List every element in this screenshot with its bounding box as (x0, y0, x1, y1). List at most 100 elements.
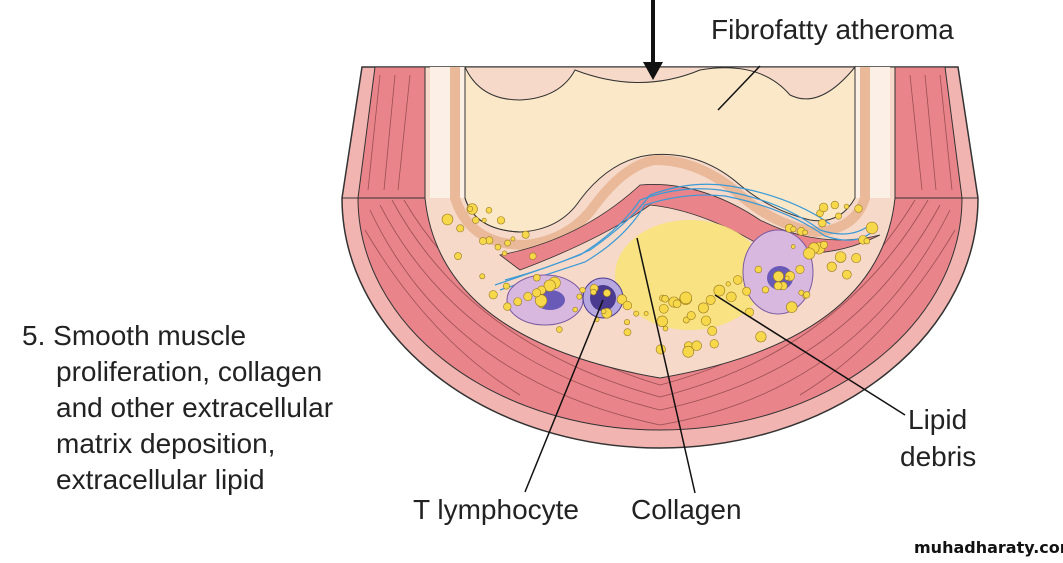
lipid-droplet (656, 315, 668, 327)
lipid-droplet (707, 326, 718, 336)
lipid-droplet (826, 261, 837, 272)
lipid-droplet (773, 281, 783, 291)
lipid-droplet (467, 205, 474, 212)
lipid-droplet (633, 310, 640, 317)
lipid-droplet (556, 326, 563, 333)
lipid-droplet (513, 297, 523, 306)
lipid-droplet (521, 230, 530, 239)
lipid-droplet (503, 282, 510, 290)
lipid-droplet (863, 237, 871, 245)
lipid-droplet (819, 240, 828, 249)
label-fibrofatty-atheroma: Fibrofatty atheroma (711, 14, 954, 45)
lipid-droplet (784, 275, 790, 281)
arrow-down-icon (643, 0, 663, 80)
lipid-droplet (834, 251, 847, 263)
lipid-droplet (679, 291, 693, 305)
lipid-droplet (658, 303, 669, 314)
lipid-droplet (601, 308, 607, 314)
lipid-droplet (795, 264, 805, 274)
lipid-droplet (790, 244, 796, 249)
lipid-droplet (830, 200, 840, 210)
lipid-droplet (851, 253, 862, 264)
lipid-droplet (835, 212, 842, 220)
lipid-droplet (761, 286, 770, 294)
leader-t-lymphocyte (524, 299, 604, 493)
lipid-droplet (691, 340, 702, 351)
lipid-droplet (790, 226, 797, 233)
lipid-droplet (655, 344, 666, 355)
lipid-droplet (854, 204, 863, 213)
lipid-droplet (713, 284, 726, 297)
lipid-droplet (534, 294, 548, 307)
lipid-droplet (501, 250, 508, 256)
lipid-droplet (842, 269, 852, 280)
lipid-droplet (456, 224, 465, 233)
lipid-droplet (454, 252, 462, 260)
label-lipid: Lipid (908, 404, 968, 435)
caption-number: 5. (22, 320, 46, 351)
lipid-droplet (479, 237, 487, 245)
lipid-droplet (754, 265, 763, 274)
watermark: muhadharaty.com (914, 538, 1063, 557)
lipid-droplet (662, 325, 669, 332)
caption-line: Smooth muscle (53, 320, 247, 351)
lipid-droplet (742, 286, 752, 296)
lipid-droplet (579, 286, 586, 294)
lipid-droplet (803, 247, 816, 260)
lipid-droplet (843, 203, 850, 210)
lipid-droplet (529, 252, 537, 260)
lipid-droplet (803, 291, 811, 299)
lipid-droplet (479, 273, 486, 280)
lipid-droplet (488, 290, 498, 300)
lipid-droplet (523, 292, 533, 302)
label-debris: debris (900, 441, 977, 472)
lipid-droplet (494, 243, 502, 251)
lipid-droplet (682, 345, 695, 358)
lipid-droplets (441, 200, 879, 358)
lipid-droplet (818, 202, 829, 213)
lipid-droplet (496, 216, 506, 225)
caption-line: proliferation, collagen (56, 356, 323, 387)
collagen-fibers (494, 183, 873, 291)
lipid-droplet (504, 239, 511, 247)
lipid-droplet (772, 270, 784, 282)
lipid-droplet (818, 218, 827, 228)
lipid-droplet (510, 236, 516, 242)
lipid-droplet (533, 274, 541, 282)
lipid-droplet (725, 281, 731, 287)
plaque-lumen (464, 65, 856, 233)
lipid-droplet (786, 301, 798, 313)
lipid-droplet (705, 295, 716, 305)
lipid-droplet (672, 299, 682, 308)
caption-line: extracellular lipid (56, 464, 265, 495)
lipid-droplet (623, 328, 632, 337)
lipid-droplet (733, 275, 743, 285)
stage-caption: 5. Smooth muscle proliferation, collagen… (22, 318, 333, 498)
lipid-droplet (865, 221, 879, 235)
lipid-droplet (603, 289, 611, 297)
lipid-droplet (755, 331, 767, 343)
lipid-droplet (576, 293, 583, 300)
lipid-droplet (616, 294, 628, 305)
label-collagen: Collagen (631, 494, 742, 525)
lipid-droplet (485, 207, 493, 214)
lipid-droplet (481, 217, 487, 223)
lipid-droplet (532, 288, 541, 298)
lipid-droplet (802, 229, 808, 236)
lipid-droplet (624, 319, 631, 326)
endothelium (450, 67, 870, 251)
lipid-droplet (700, 315, 712, 326)
caption-line: matrix deposition, (56, 428, 276, 459)
lipid-droplet (503, 302, 512, 311)
lipid-droplet (622, 300, 632, 311)
lipid-droplet (661, 295, 669, 303)
label-t-lymphocyte: T lymphocyte (413, 494, 579, 525)
lipid-droplet (709, 339, 719, 349)
lipid-droplet (441, 213, 454, 226)
lipid-droplet (686, 311, 696, 321)
lipid-droplet (643, 311, 649, 316)
lipid-droplet (590, 288, 597, 296)
lipid-droplet (726, 291, 737, 303)
leader-lipid (714, 294, 906, 416)
